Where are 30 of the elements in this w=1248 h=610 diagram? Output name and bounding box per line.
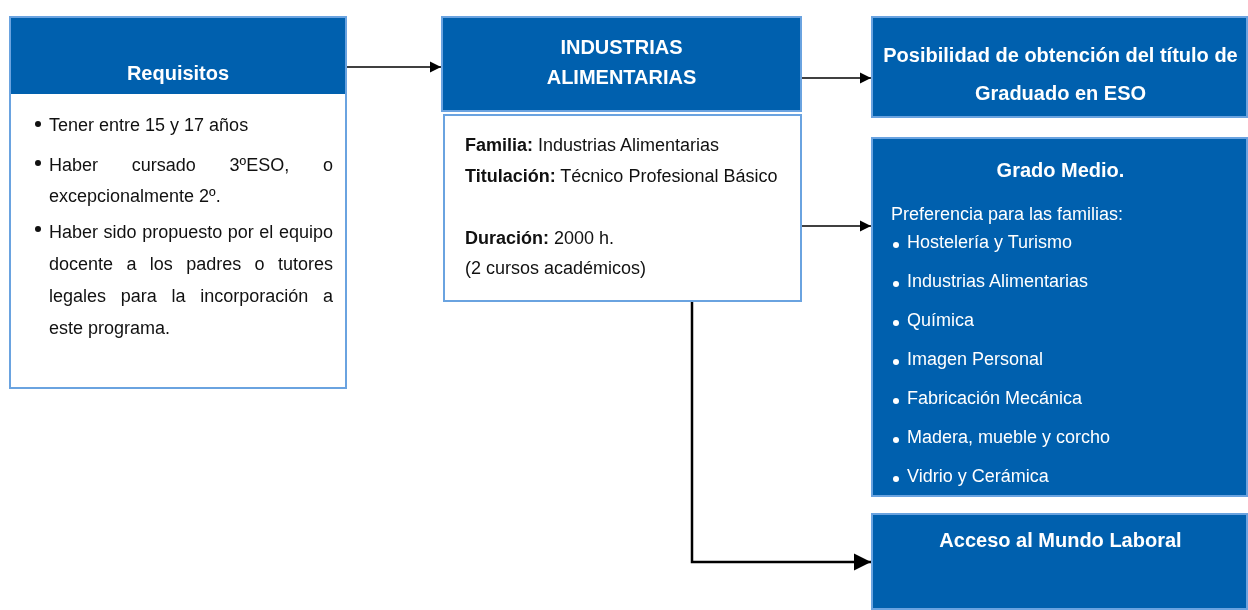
- detail-text: (2 cursos académicos): [465, 257, 648, 280]
- bullet-item: Madera, mueble y corcho: [891, 427, 1231, 448]
- detail-text: Familia: Industrias Alimentarias: [465, 134, 721, 157]
- bullet-item: Haber sido propuesto por el equipo docente a los padres o tutores legales para la incorporación a este programa.: [33, 216, 333, 344]
- intro-text: Preferencia para las familias:: [891, 204, 1125, 225]
- detail-text: Duración: 2000 h.: [465, 227, 616, 250]
- bullet-item: Tener entre 15 y 17 años: [33, 111, 333, 139]
- program-title: INDUSTRIAS ALIMENTARIAS: [545, 35, 698, 90]
- bullet-item: Fabricación Mecánica: [891, 388, 1231, 409]
- arrow: [690, 302, 871, 571]
- outcome-title: Acceso al Mundo Laboral: [938, 528, 1183, 553]
- bullet-item: Haber cursado 3ºESO, o excepcionalmente 2º.: [33, 150, 333, 212]
- detail-text: Titulación: Técnico Profesional Básico: [465, 165, 779, 188]
- bullet-item: Vidrio y Cerámica: [891, 466, 1231, 487]
- requirements-card: [9, 16, 347, 389]
- outcome-box: [871, 513, 1248, 610]
- bullet-item: Industrias Alimentarias: [891, 271, 1231, 292]
- bullet-item: Imagen Personal: [891, 349, 1231, 370]
- card-heading: Requisitos: [11, 18, 345, 94]
- arrow: [801, 72, 872, 84]
- bullet-item: Hostelería y Turismo: [891, 232, 1231, 253]
- arrow: [346, 61, 442, 73]
- outcome-title: Grado Medio.: [995, 159, 1126, 182]
- program-header-box: [441, 16, 802, 112]
- outcome-box: [871, 137, 1248, 497]
- outcome-box: [871, 16, 1248, 118]
- outcome-title: Posibilidad de obtención del título de Graduado en ESO: [883, 43, 1238, 106]
- bullet-item: Química: [891, 310, 1231, 331]
- program-details-box: [443, 114, 802, 302]
- arrow: [801, 220, 872, 232]
